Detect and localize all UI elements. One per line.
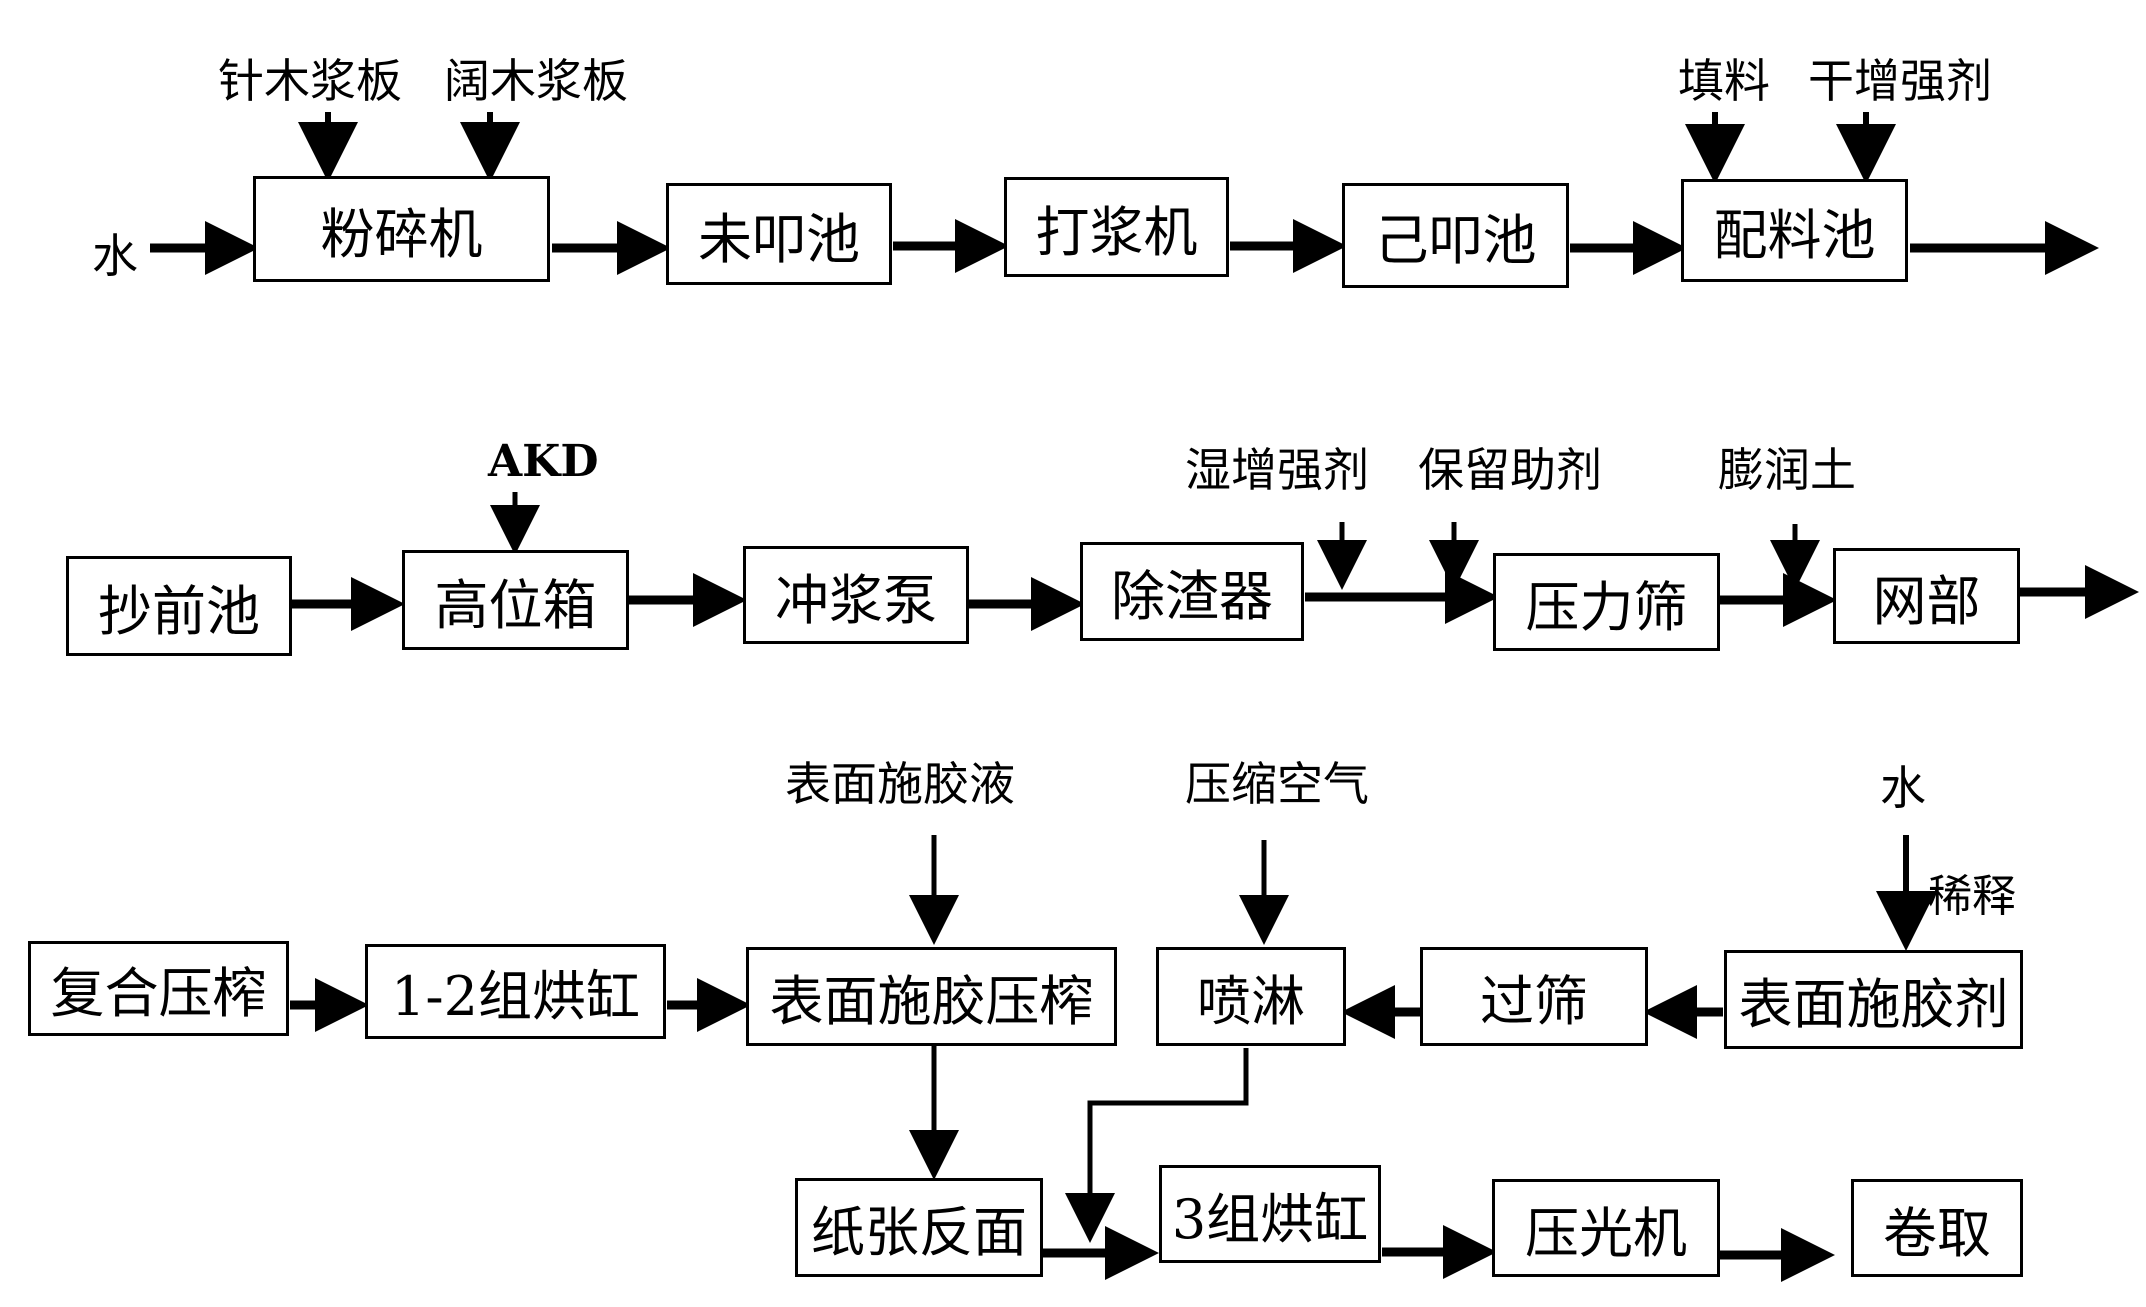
box-headbox: 高位箱 — [402, 550, 629, 650]
input-filler: 填料 — [1678, 54, 1770, 108]
input-hardwood-pulp: 阔木浆板 — [444, 54, 628, 108]
note-dilute: 稀释 — [1928, 871, 2016, 922]
box-paper-reverse-side: 纸张反面 — [795, 1178, 1043, 1277]
box-screening: 过筛 — [1420, 947, 1648, 1046]
input-retention-aid: 保留助剂 — [1418, 443, 1602, 497]
box-pulverizer: 粉碎机 — [253, 176, 550, 282]
box-cleaner: 除渣器 — [1080, 542, 1304, 641]
box-sizing-agent: 表面施胶剂 — [1724, 950, 2023, 1049]
box-size-press: 表面施胶压榨 — [746, 947, 1117, 1046]
box-beaten-tank: 己叩池 — [1342, 183, 1569, 288]
input-dry-strength: 干增强剂 — [1808, 54, 1992, 108]
input-wet-strength: 湿增强剂 — [1185, 443, 1369, 497]
input-compressed-air: 压缩空气 — [1185, 757, 1369, 811]
input-water: 水 — [92, 229, 138, 283]
box-machine-chest: 抄前池 — [66, 556, 292, 656]
box-combined-press: 复合压榨 — [28, 941, 289, 1036]
box-blending-tank: 配料池 — [1681, 179, 1908, 282]
box-pressure-screen: 压力筛 — [1493, 553, 1720, 651]
box-reel: 卷取 — [1851, 1179, 2023, 1277]
input-akd: AKD — [488, 436, 599, 487]
input-bentonite: 膨润土 — [1718, 443, 1856, 497]
box-spray: 喷淋 — [1156, 947, 1346, 1046]
arrow — [1065, 1048, 1249, 1243]
box-calender: 压光机 — [1492, 1179, 1720, 1277]
box-fan-pump: 冲浆泵 — [743, 546, 969, 644]
box-dryer-group-1-2: 1-2组烘缸 — [365, 944, 666, 1039]
input-water-2: 水 — [1880, 761, 1926, 815]
box-unbeaten-tank: 未叩池 — [666, 183, 892, 285]
box-wire-section: 网部 — [1833, 548, 2020, 644]
box-dryer-group-3: 3组烘缸 — [1159, 1165, 1381, 1263]
input-softwood-pulp: 针木浆板 — [218, 54, 402, 108]
box-beater: 打浆机 — [1004, 177, 1229, 277]
input-sizing-liquid: 表面施胶液 — [785, 757, 1015, 811]
